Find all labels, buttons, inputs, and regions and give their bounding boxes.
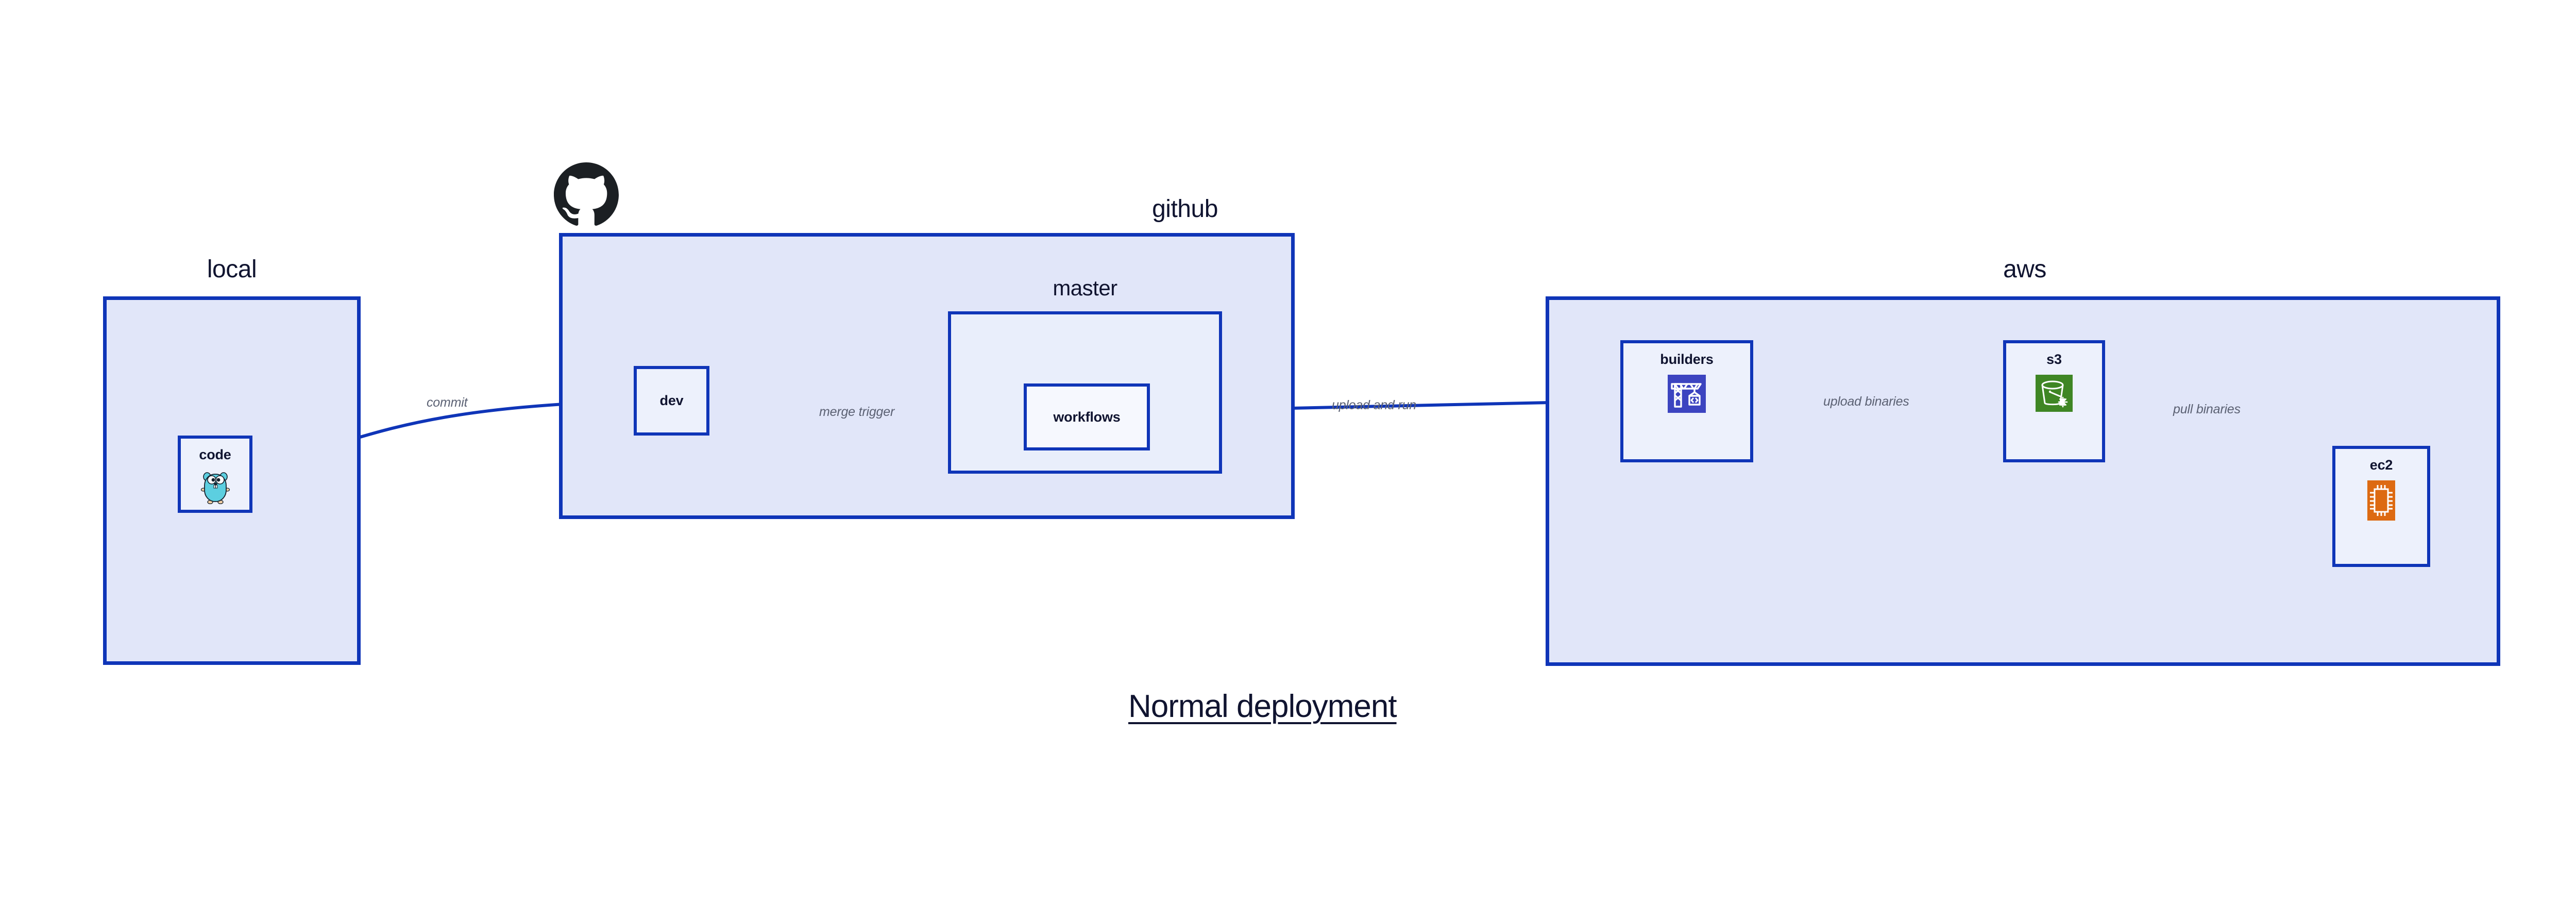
subgroup-master-label: master bbox=[1053, 276, 1117, 300]
node-ec2-label: ec2 bbox=[2369, 457, 2393, 473]
diagram-title: Normal deployment bbox=[1128, 689, 1397, 724]
edge-label-upload-binaries: upload binaries bbox=[1823, 394, 1909, 409]
group-github-label: github bbox=[1152, 195, 1218, 223]
node-dev-label: dev bbox=[659, 393, 684, 408]
aws-s3-bucket-icon bbox=[2036, 375, 2073, 412]
edge-label-commit: commit bbox=[427, 395, 468, 410]
node-dev[interactable]: dev bbox=[634, 366, 709, 436]
aws-ec2-chip-icon bbox=[2365, 480, 2398, 521]
aws-codebuild-crane-icon bbox=[1668, 375, 1706, 413]
node-s3-label: s3 bbox=[2046, 352, 2062, 367]
go-gopher-icon bbox=[200, 470, 230, 505]
node-workflows-label: workflows bbox=[1053, 409, 1121, 425]
node-builders-label: builders bbox=[1660, 352, 1714, 367]
group-aws-label: aws bbox=[2003, 256, 2046, 283]
edge-label-pull-binaries: pull binaries bbox=[2173, 402, 2241, 416]
edge-label-merge-trigger: merge trigger bbox=[819, 405, 895, 419]
node-builders[interactable]: builders bbox=[1620, 340, 1753, 462]
github-octocat-icon bbox=[554, 162, 619, 227]
group-local-label: local bbox=[207, 256, 257, 283]
node-code-label: code bbox=[199, 447, 231, 462]
edge-label-upload-and-run: upload and run bbox=[1332, 398, 1417, 412]
node-workflows[interactable]: workflows bbox=[1024, 383, 1150, 450]
node-code[interactable]: code bbox=[178, 436, 252, 513]
node-s3[interactable]: s3 bbox=[2003, 340, 2105, 462]
node-ec2[interactable]: ec2 bbox=[2332, 446, 2430, 567]
